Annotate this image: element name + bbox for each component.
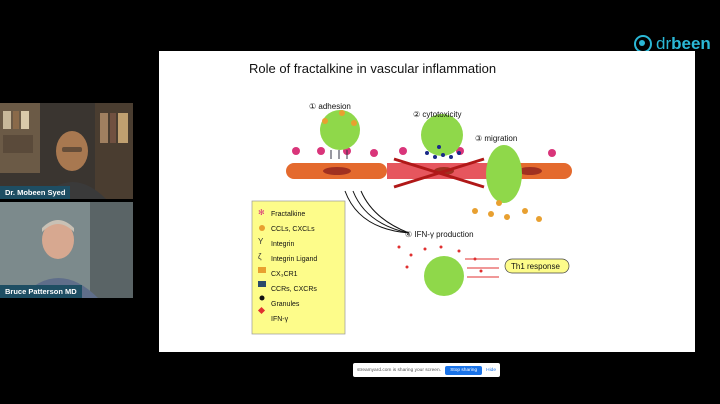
th1-box	[504, 258, 570, 274]
shared-slide: Role of fractalkine in vascular inflamma…	[159, 51, 695, 352]
step-ifn-label: ④ IFN-γ production	[405, 230, 474, 239]
step-adhesion-label: ① adhesion	[309, 102, 351, 111]
fractalkine-markers	[292, 147, 556, 157]
fractalkine-diagram: ① adhesion ② cytotoxicity ③ migration ✻ …	[251, 102, 572, 335]
participant-video-image	[0, 103, 133, 199]
brand-logo-text: dr	[656, 34, 672, 53]
th1-label: Th1 response	[511, 262, 560, 271]
svg-text:ζ: ζ	[258, 252, 262, 261]
legend-icons: ✻ Y ζ	[257, 208, 266, 315]
legend-box	[251, 200, 346, 335]
leukocyte-cytotoxicity	[421, 114, 463, 156]
screen-share-message: streamyard.com is sharing your screen.	[357, 367, 441, 373]
damage-cross	[393, 157, 485, 189]
brand-logo: drbeen	[634, 34, 711, 54]
svg-text:Y: Y	[258, 237, 264, 246]
legend-label-cx3cr1: CX₃CR1	[271, 271, 298, 278]
th1-arrows	[465, 258, 499, 278]
feedback-arrows	[344, 190, 410, 234]
hide-button[interactable]: Hide	[486, 367, 496, 373]
migration-granules	[472, 200, 542, 222]
leukocyte-migration	[486, 145, 522, 203]
vessel-nucleus	[323, 167, 351, 175]
vessel-nucleus	[518, 167, 542, 175]
legend-label-ifn: IFN-γ	[271, 316, 289, 323]
legend-label-ccrs: CCRs, CXCRs	[271, 286, 317, 293]
legend-label-fractalkine: Fractalkine	[271, 211, 305, 218]
slide-title: Role of fractalkine in vascular inflamma…	[249, 61, 497, 76]
legend-label-ccls: CCLs, CXCLs	[271, 226, 315, 233]
ifn-producing-cell	[424, 256, 464, 296]
legend-label-integrin: Integrin	[271, 241, 294, 248]
screen-share-bar: streamyard.com is sharing your screen. S…	[353, 363, 500, 377]
legend-label-granules: Granules	[271, 301, 300, 308]
step-migration-label: ③ migration	[475, 134, 517, 143]
participant-video-image	[0, 202, 133, 298]
cell-receptors	[322, 110, 357, 126]
granules	[425, 145, 461, 159]
svg-text:✻: ✻	[258, 208, 265, 217]
participant-name-tag: Dr. Mobeen Syed	[0, 186, 71, 199]
participant-name-tag: Bruce Patterson MD	[0, 285, 82, 298]
legend-label-integrin-ligand: Integrin Ligand	[271, 256, 317, 263]
brand-logo-text-bold: been	[671, 34, 711, 53]
leukocyte-adhesion	[320, 110, 360, 150]
participant-video-bruce: Bruce Patterson MD	[0, 202, 133, 298]
participant-video-mobeen: Dr. Mobeen Syed	[0, 103, 133, 199]
stop-sharing-button[interactable]: Stop sharing	[445, 365, 483, 375]
step-cytotoxicity-label: ② cytotoxicity	[413, 110, 462, 119]
integrin-bonds	[330, 150, 348, 159]
